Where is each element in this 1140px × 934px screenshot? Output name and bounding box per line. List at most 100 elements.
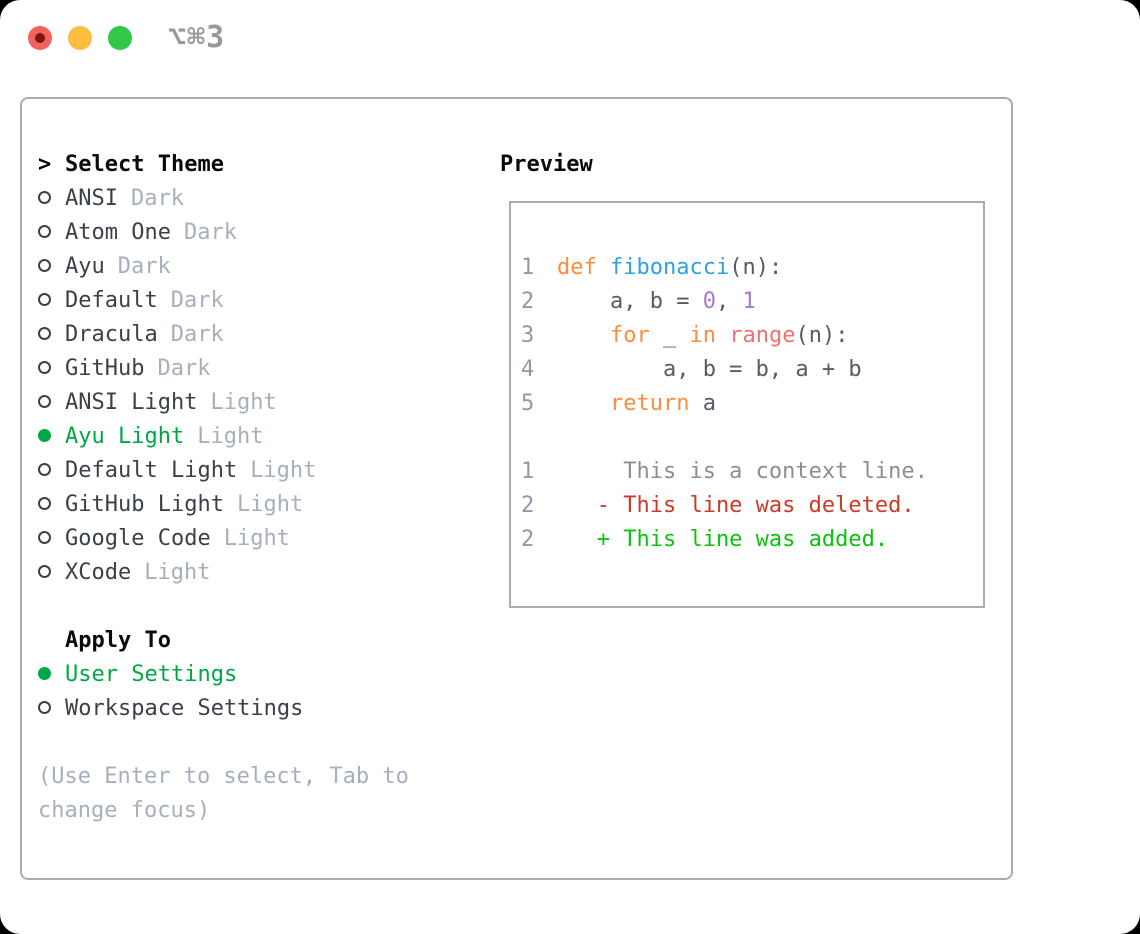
- unsaved-indicator-dot: [35, 33, 45, 43]
- theme-name: Default: [65, 288, 158, 313]
- theme-variant-tag: Light: [250, 458, 317, 483]
- theme-name: Atom One: [65, 220, 171, 245]
- code-token-plain: ,: [715, 289, 743, 314]
- apply-option-label: Workspace Settings: [65, 696, 304, 721]
- code-token-del: - This line was deleted.: [557, 493, 915, 518]
- code-token-plain: _: [649, 323, 690, 348]
- preview-line: 5 return a: [521, 387, 973, 421]
- radio-unselected-icon: [38, 531, 51, 544]
- radio-selected-icon: [38, 429, 51, 442]
- theme-name: XCode: [65, 560, 132, 585]
- minimize-button[interactable]: [68, 26, 92, 50]
- line-number: 5: [521, 391, 535, 416]
- prompt-caret-icon: >: [38, 152, 52, 177]
- line-number: 2: [521, 527, 535, 552]
- code-token-plain: [557, 391, 610, 416]
- theme-option-default-light-light[interactable]: Default Light Light: [38, 454, 488, 488]
- code-token-fn: fibonacci: [609, 255, 730, 280]
- radio-unselected-icon: [38, 191, 51, 204]
- apply-to-header: Apply To: [65, 628, 171, 653]
- theme-name: ANSI Light: [65, 390, 198, 415]
- code-token-plain: [716, 323, 729, 348]
- theme-variant-tag: Light: [210, 390, 277, 415]
- theme-option-atom-one-dark[interactable]: Atom One Dark: [38, 216, 488, 250]
- code-token-num: 1: [742, 289, 756, 314]
- spacer-row: [38, 726, 488, 760]
- theme-variant-tag: Light: [144, 560, 211, 585]
- theme-option-ayu-light-light[interactable]: Ayu Light Light: [38, 420, 488, 454]
- preview-line: 3 for _ in range(n):: [521, 319, 973, 353]
- theme-name: Dracula: [65, 322, 158, 347]
- theme-option-ansi-dark[interactable]: ANSI Dark: [38, 182, 488, 216]
- theme-name: Google Code: [65, 526, 211, 551]
- theme-option-ansi-light-light[interactable]: ANSI Light Light: [38, 386, 488, 420]
- radio-unselected-icon: [38, 327, 51, 340]
- theme-variant-tag: Light: [197, 424, 264, 449]
- radio-unselected-icon: [38, 701, 51, 714]
- theme-name: Ayu: [65, 254, 105, 279]
- preview-line: 4 a, b = b, a + b: [521, 353, 973, 387]
- line-number: 3: [521, 323, 535, 348]
- preview-line: 2 + This line was added.: [521, 523, 973, 557]
- maximize-button[interactable]: [108, 26, 132, 50]
- close-button[interactable]: [28, 26, 52, 50]
- preview-line: 2 a, b = 0, 1: [521, 285, 973, 319]
- theme-option-ayu-dark[interactable]: Ayu Dark: [38, 250, 488, 284]
- window-title: ⌥⌘3: [168, 20, 226, 55]
- theme-variant-tag: Dark: [157, 356, 211, 381]
- code-token-plain: (n):: [729, 255, 783, 280]
- line-number: 1: [521, 255, 535, 280]
- apply-option-label: User Settings: [65, 662, 238, 687]
- code-token-plain: a, b =: [557, 289, 703, 314]
- preview-line: 1 This is a context line.: [521, 455, 973, 489]
- radio-unselected-icon: [38, 395, 51, 408]
- preview-line: [521, 421, 973, 455]
- theme-name: Ayu Light: [65, 424, 185, 449]
- radio-unselected-icon: [38, 293, 51, 306]
- code-token-ctx: This is a context line.: [557, 459, 928, 484]
- code-token-plain: a: [689, 391, 716, 416]
- code-token-kw: def: [557, 255, 610, 280]
- apply-option-workspace-settings[interactable]: Workspace Settings: [38, 692, 488, 726]
- theme-name: GitHub Light: [65, 492, 224, 517]
- spacer-row: [38, 590, 488, 624]
- theme-option-dracula-dark[interactable]: Dracula Dark: [38, 318, 488, 352]
- radio-unselected-icon: [38, 259, 51, 272]
- theme-option-xcode-light[interactable]: XCode Light: [38, 556, 488, 590]
- select-theme-header: >Select Theme: [38, 148, 488, 182]
- apply-option-user-settings[interactable]: User Settings: [38, 658, 488, 692]
- code-token-plain: a, b = b, a + b: [557, 357, 862, 382]
- code-token-kw: for: [609, 323, 650, 348]
- hint-line-2: change focus): [38, 798, 211, 823]
- radio-selected-icon: [38, 667, 51, 680]
- radio-unselected-icon: [38, 225, 51, 238]
- code-token-plain: (n):: [795, 323, 849, 348]
- theme-variant-tag: Dark: [170, 322, 224, 347]
- code-token-call: range: [729, 323, 796, 348]
- code-token-plain: [557, 323, 610, 348]
- code-token-add: + This line was added.: [557, 527, 889, 552]
- theme-variant-tag: Dark: [130, 186, 184, 211]
- theme-variant-tag: Dark: [183, 220, 237, 245]
- radio-unselected-icon: [38, 565, 51, 578]
- code-token-num: 0: [702, 289, 716, 314]
- theme-variant-tag: Dark: [117, 254, 171, 279]
- radio-unselected-icon: [38, 497, 51, 510]
- theme-name: Default Light: [65, 458, 238, 483]
- hint-line-1: (Use Enter to select, Tab to: [38, 764, 409, 789]
- line-number: 2: [521, 289, 535, 314]
- line-number: 2: [521, 493, 535, 518]
- code-token-kw: in: [689, 323, 716, 348]
- preview-header: Preview: [500, 152, 593, 177]
- theme-name: ANSI: [65, 186, 118, 211]
